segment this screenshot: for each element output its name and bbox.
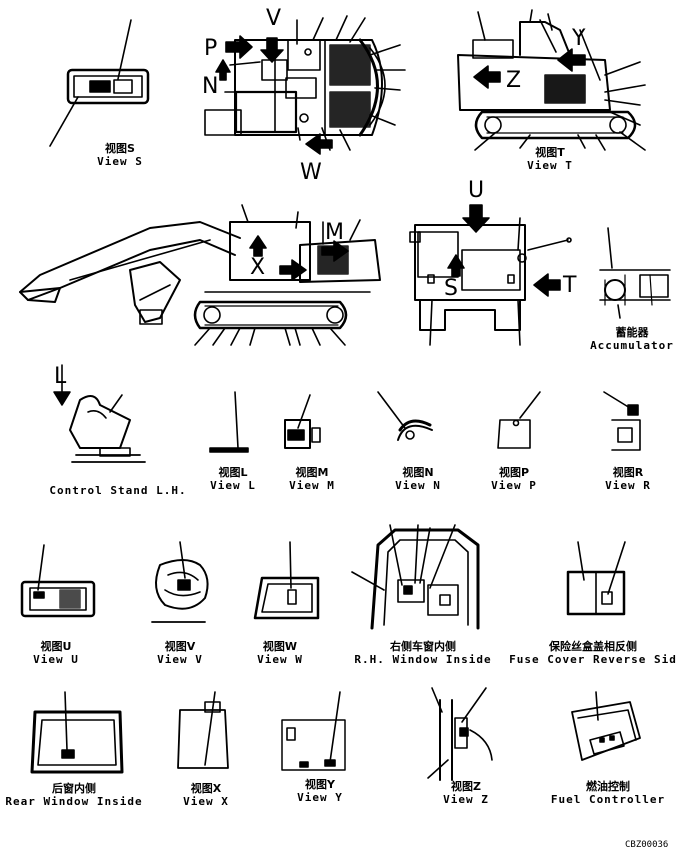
- view-x-drawing: [177, 691, 229, 769]
- view-y-drawing: [281, 691, 346, 771]
- callout-p: P: [204, 36, 218, 61]
- view-w-drawing: [253, 541, 320, 620]
- rear-window-drawing: [30, 691, 124, 774]
- callout-v: V: [266, 6, 282, 31]
- rh-window-drawing: [351, 524, 480, 630]
- callout-y: Y: [572, 26, 586, 51]
- view-v-drawing: [151, 541, 209, 623]
- callout-l: L: [54, 364, 67, 389]
- view-t-drawing: [457, 9, 646, 151]
- view-u-drawing: [20, 544, 96, 618]
- view-s-drawing: [49, 19, 150, 147]
- callout-m: M: [325, 220, 344, 245]
- control-stand-drawing: [53, 364, 146, 463]
- callout-s: S: [444, 276, 458, 301]
- view-n-drawing: [377, 391, 433, 441]
- view-l-drawing: [209, 391, 249, 453]
- callout-z: Z: [506, 68, 522, 93]
- view-p-drawing: [497, 391, 541, 449]
- fuse-cover-drawing: [566, 541, 626, 616]
- view-r-drawing: [603, 391, 641, 451]
- accumulator-drawing: [599, 227, 671, 319]
- callout-t: T: [563, 273, 577, 298]
- callout-u: U: [468, 178, 485, 203]
- callout-w: W: [300, 160, 322, 185]
- view-z-drawing: [427, 687, 493, 781]
- fuel-controller-drawing: [571, 691, 641, 761]
- rear-view-drawing: [409, 204, 572, 346]
- label-control-stand: Control Stand L.H.: [49, 484, 187, 497]
- excavator-side-drawing: [19, 204, 381, 346]
- figure-code: CBZ00036: [625, 840, 669, 850]
- view-m-drawing: [284, 394, 321, 449]
- top-view-drawing: [204, 15, 406, 155]
- callout-n: N: [202, 74, 219, 99]
- callout-x: X: [250, 255, 266, 280]
